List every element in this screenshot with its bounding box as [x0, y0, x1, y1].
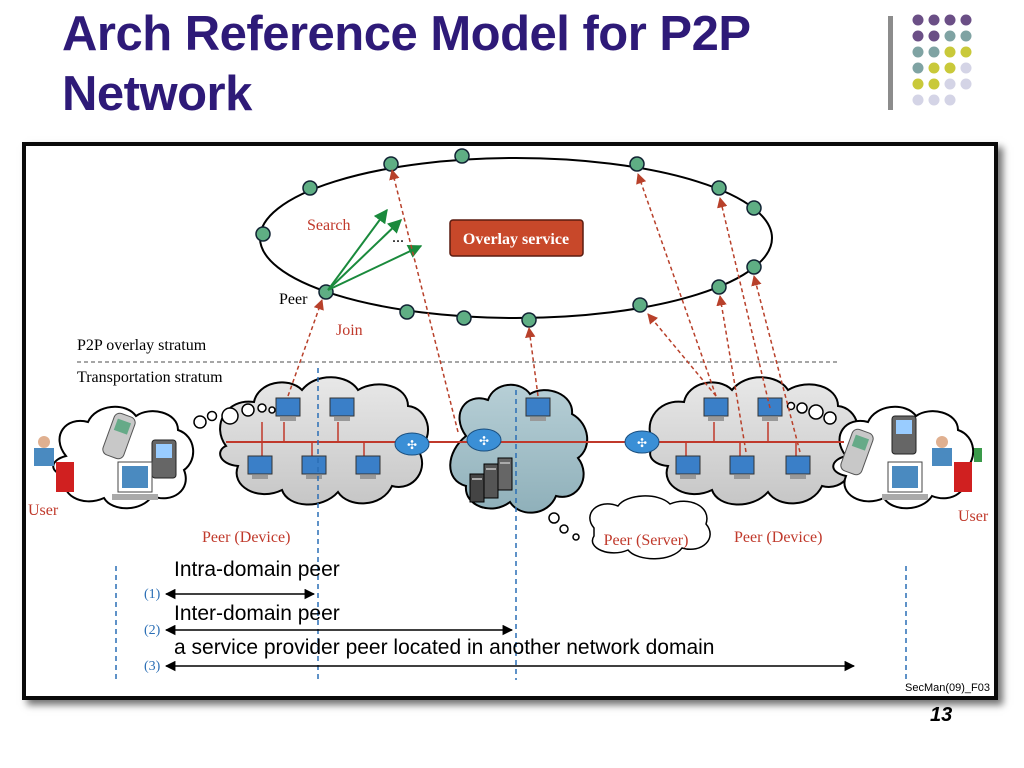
join-arrows [287, 168, 801, 453]
computer-icon [329, 397, 355, 421]
svg-text:✣: ✣ [479, 434, 489, 448]
domain-boundaries [115, 368, 907, 680]
overlay-node [302, 180, 318, 196]
slide-title: Arch Reference Model for P2P Network [62, 4, 882, 124]
user-left-label: User [28, 502, 59, 519]
overlay-node [746, 259, 762, 275]
peer-device-right-label: Peer (Device) [734, 529, 822, 546]
overlay-node [255, 226, 271, 242]
figure-credit: SecMan(09)_F03 [905, 682, 990, 694]
mobile-phone-icon [840, 428, 874, 476]
computer-icon [785, 455, 811, 479]
slide-title-line2: Network [62, 67, 252, 121]
router-icon: ✣ [466, 428, 502, 452]
svg-text:✣: ✣ [407, 438, 417, 452]
user-right-label: User [958, 508, 989, 525]
computer-icon [703, 397, 729, 421]
ellipsis-label: ... [392, 229, 404, 246]
server-cloud [449, 384, 588, 541]
left-lan-bus [261, 422, 365, 458]
user-person-icon [932, 436, 982, 492]
overlay-service-label: Overlay service [463, 231, 569, 248]
computer-icon [729, 455, 755, 479]
dot-grid-row-2 [912, 30, 972, 42]
computer-icon [675, 455, 701, 479]
overlay-stratum-label: P2P overlay stratum [77, 337, 207, 354]
computer-icons [247, 397, 811, 479]
dot-grid-row-3 [912, 46, 972, 58]
computer-icon [301, 455, 327, 479]
dot-grid-row-4 [912, 62, 972, 74]
overlay-node [383, 156, 399, 172]
user-person-icon [34, 436, 74, 492]
provider-peer-label: a service provider peer located in anoth… [174, 636, 714, 659]
legend-number-3: (3) [144, 659, 161, 674]
router-icons: ✣ ✣ ✣ [394, 428, 660, 456]
right-lan-bus [685, 422, 797, 458]
peer-label: Peer [279, 291, 308, 308]
laptop-icon [112, 461, 158, 500]
peer-server-bubble [589, 495, 711, 560]
overlay-node [632, 297, 648, 313]
pda-icon [151, 439, 177, 479]
pda-icon [891, 415, 917, 455]
overlay-node [456, 310, 472, 326]
inter-domain-label: Inter-domain peer [174, 602, 340, 625]
computer-icon [355, 455, 381, 479]
left-user-devices [34, 412, 177, 500]
search-label: Search [307, 217, 351, 234]
overlay-node [399, 304, 415, 320]
overlay-nodes [255, 148, 762, 328]
join-label: Join [336, 322, 363, 339]
slide-number: 13 [930, 704, 953, 726]
p2p-architecture-figure: Overlay service Search ... Peer Join P2P… [22, 142, 998, 700]
dot-grid-row-6 [912, 94, 956, 106]
computer-icon [525, 397, 551, 421]
overlay-node [746, 200, 762, 216]
slide-title-line1: Arch Reference Model for P2P [62, 7, 751, 61]
diagram-canvas: Overlay service Search ... Peer Join P2P… [28, 148, 989, 680]
transport-stratum-label: Transportation stratum [77, 369, 223, 386]
laptop-icon [882, 461, 928, 500]
legend-number-1: (1) [144, 587, 161, 602]
overlay-node [454, 148, 470, 164]
overlay-node [711, 279, 727, 295]
search-arrows [327, 208, 423, 291]
overlay-node [521, 312, 537, 328]
right-device-cloud [648, 376, 859, 506]
computer-icon [247, 455, 273, 479]
intra-domain-label: Intra-domain peer [174, 558, 340, 581]
dot-grid-row-1 [912, 14, 972, 26]
decorative-dot-grid [912, 14, 972, 106]
computer-icon [275, 397, 301, 421]
left-user-cloud [52, 405, 218, 510]
dot-grid-row-5 [912, 78, 972, 90]
svg-text:✣: ✣ [637, 436, 647, 450]
router-icon: ✣ [624, 430, 660, 454]
mobile-phone-icon [102, 412, 136, 460]
overlay-node [711, 180, 727, 196]
right-user-devices [840, 415, 982, 500]
overlay-service-box [449, 219, 584, 257]
server-rack-icon [469, 457, 513, 503]
router-icon: ✣ [394, 432, 430, 456]
title-divider [888, 16, 893, 110]
legend-number-2: (2) [144, 623, 161, 638]
overlay-node [629, 156, 645, 172]
peer-device-left-label: Peer (Device) [202, 529, 290, 546]
peer-server-label: Peer (Server) [604, 532, 689, 549]
